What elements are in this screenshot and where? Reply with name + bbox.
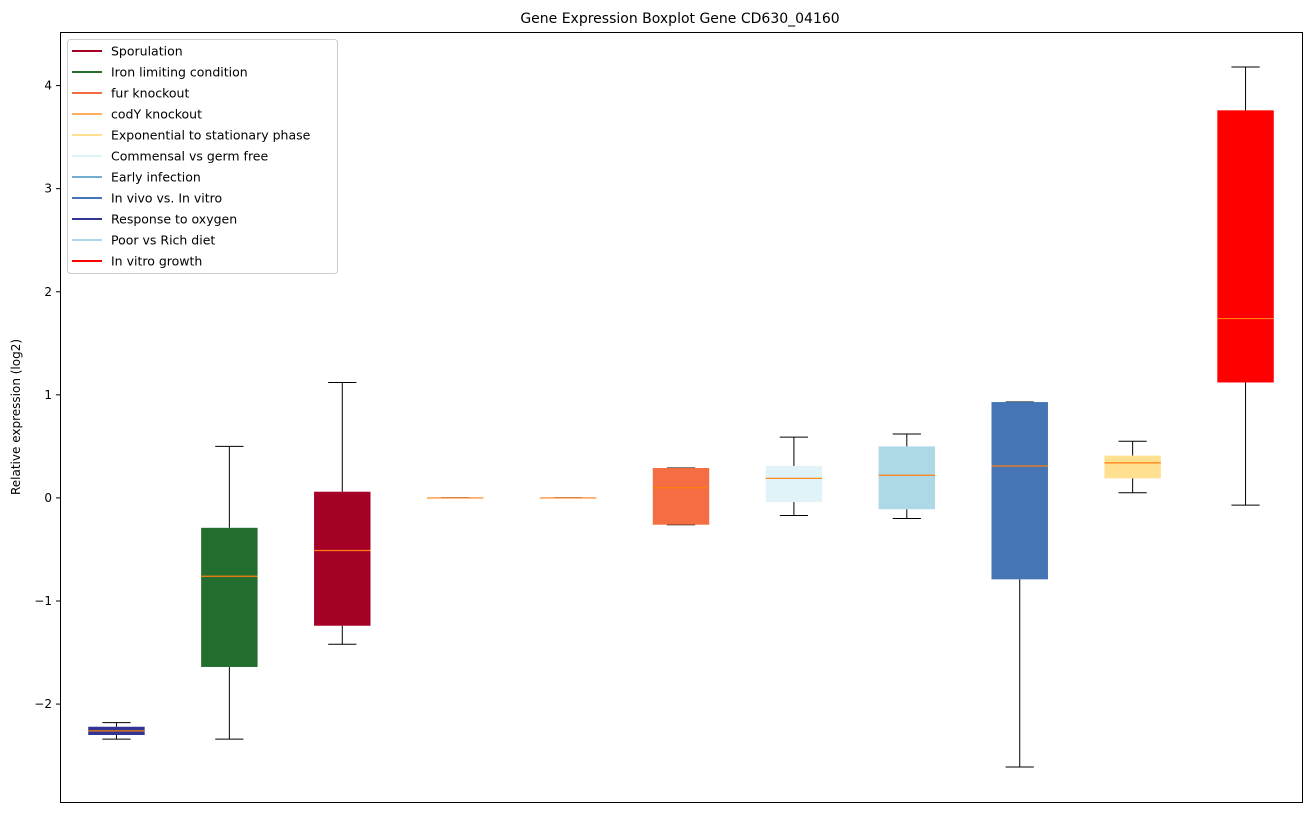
legend-item: In vitro growth xyxy=(72,254,202,269)
box-1 xyxy=(88,722,145,740)
box-6 xyxy=(652,467,710,526)
legend-item: fur knockout xyxy=(72,86,189,101)
legend-item: Commensal vs germ free xyxy=(72,149,268,164)
box-4 xyxy=(426,497,484,499)
legend-item: Iron limiting condition xyxy=(72,65,248,80)
box-iqr xyxy=(991,402,1048,580)
box-7 xyxy=(765,436,823,516)
box-3 xyxy=(314,381,371,645)
plot-frame xyxy=(60,32,1303,803)
box-iqr xyxy=(201,527,258,667)
legend-label: Poor vs Rich diet xyxy=(111,233,215,248)
box-11 xyxy=(1217,66,1274,506)
legend-item: Poor vs Rich diet xyxy=(72,233,215,248)
legend-item: Sporulation xyxy=(72,44,183,59)
y-tick-label: 0 xyxy=(44,491,52,505)
y-tick-label: −1 xyxy=(34,594,52,608)
box-5 xyxy=(539,497,597,499)
legend-item: Early infection xyxy=(72,170,201,185)
legend-label: Early infection xyxy=(111,170,201,185)
box-iqr xyxy=(652,468,710,525)
y-axis-label: Relative expression (log2) xyxy=(9,339,23,495)
y-tick-label: 2 xyxy=(44,285,52,299)
box-8 xyxy=(878,433,936,520)
legend-label: In vitro growth xyxy=(111,254,202,269)
legend-frame xyxy=(67,39,338,274)
legend-item: Response to oxygen xyxy=(72,212,237,227)
legend-label: codY knockout xyxy=(111,107,202,122)
box-iqr xyxy=(765,465,823,503)
y-tick-label: 3 xyxy=(44,182,52,196)
legend-label: Exponential to stationary phase xyxy=(111,128,311,143)
y-tick-label: 4 xyxy=(44,79,52,93)
legend-label: Iron limiting condition xyxy=(111,65,248,80)
box-9 xyxy=(991,401,1048,768)
y-axis: −2 −1 0 1 2 3 4 xyxy=(34,79,60,711)
legend-label: fur knockout xyxy=(111,86,189,101)
box-iqr xyxy=(1104,455,1161,479)
y-tick-label: −2 xyxy=(34,697,52,711)
box-iqr xyxy=(878,446,936,510)
legend-label: In vivo vs. In vitro xyxy=(111,191,222,206)
box-2 xyxy=(201,445,258,740)
y-tick-label: 1 xyxy=(44,388,52,402)
box-iqr xyxy=(1217,110,1274,383)
box-iqr xyxy=(314,491,371,626)
chart-title: Gene Expression Boxplot Gene CD630_04160 xyxy=(520,11,839,27)
box-10 xyxy=(1104,440,1161,494)
legend-label: Commensal vs germ free xyxy=(111,149,268,164)
legend-item: codY knockout xyxy=(72,107,202,122)
legend-item: Exponential to stationary phase xyxy=(72,128,311,143)
legend-label: Response to oxygen xyxy=(111,212,237,227)
legend-item: In vivo vs. In vitro xyxy=(72,191,222,206)
legend-label: Sporulation xyxy=(111,44,183,59)
boxes xyxy=(88,66,1274,768)
